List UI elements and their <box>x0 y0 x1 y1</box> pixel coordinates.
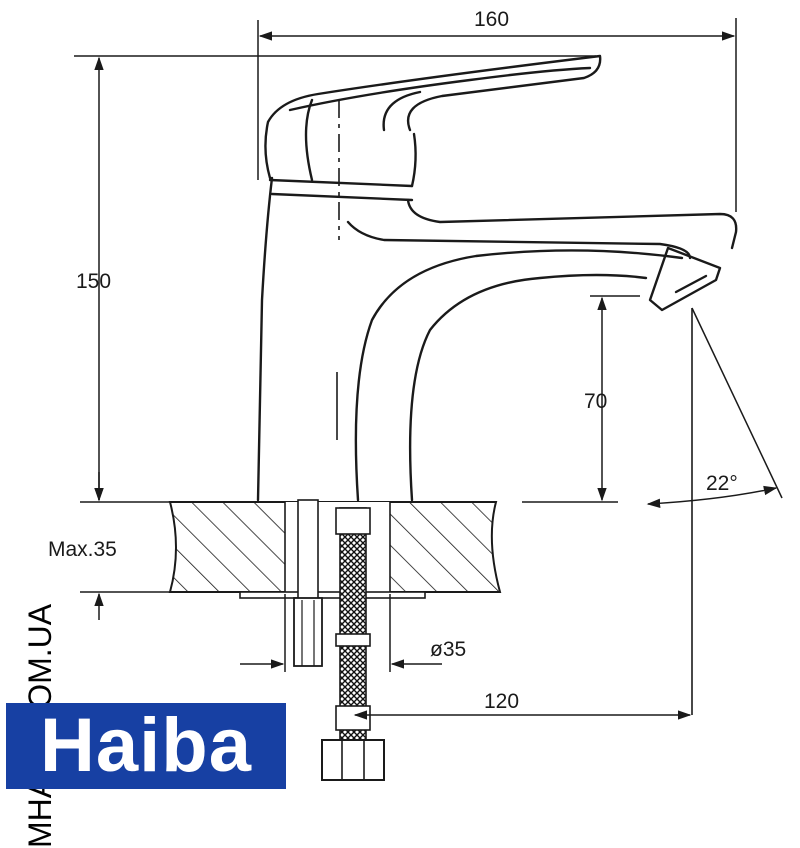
threaded-pin <box>293 597 323 667</box>
brand-logo-text: Haiba <box>40 703 252 788</box>
dim-spout-height-label: 70 <box>584 390 607 413</box>
mounting-plate <box>239 591 426 599</box>
dim-hole-label: ø35 <box>430 638 466 661</box>
countertop <box>168 501 502 599</box>
hex-nut <box>321 739 385 781</box>
dim-height-label: 150 <box>76 270 111 293</box>
supply-hose <box>293 499 385 781</box>
brand-logo: Haiba <box>6 703 286 789</box>
dim-reach-label: 120 <box>484 690 519 713</box>
dim-width-label: 160 <box>474 8 509 31</box>
dim-deck-label: Max.35 <box>48 538 117 561</box>
faucet-technical-drawing: 160 150 70 22° Max.35 ø35 120 <box>48 8 783 781</box>
dim-angle-label: 22° <box>706 472 738 495</box>
hose-braid <box>339 507 367 741</box>
faucet-outline <box>256 54 738 502</box>
dimension-lines <box>74 18 783 720</box>
center-lines <box>336 100 693 715</box>
